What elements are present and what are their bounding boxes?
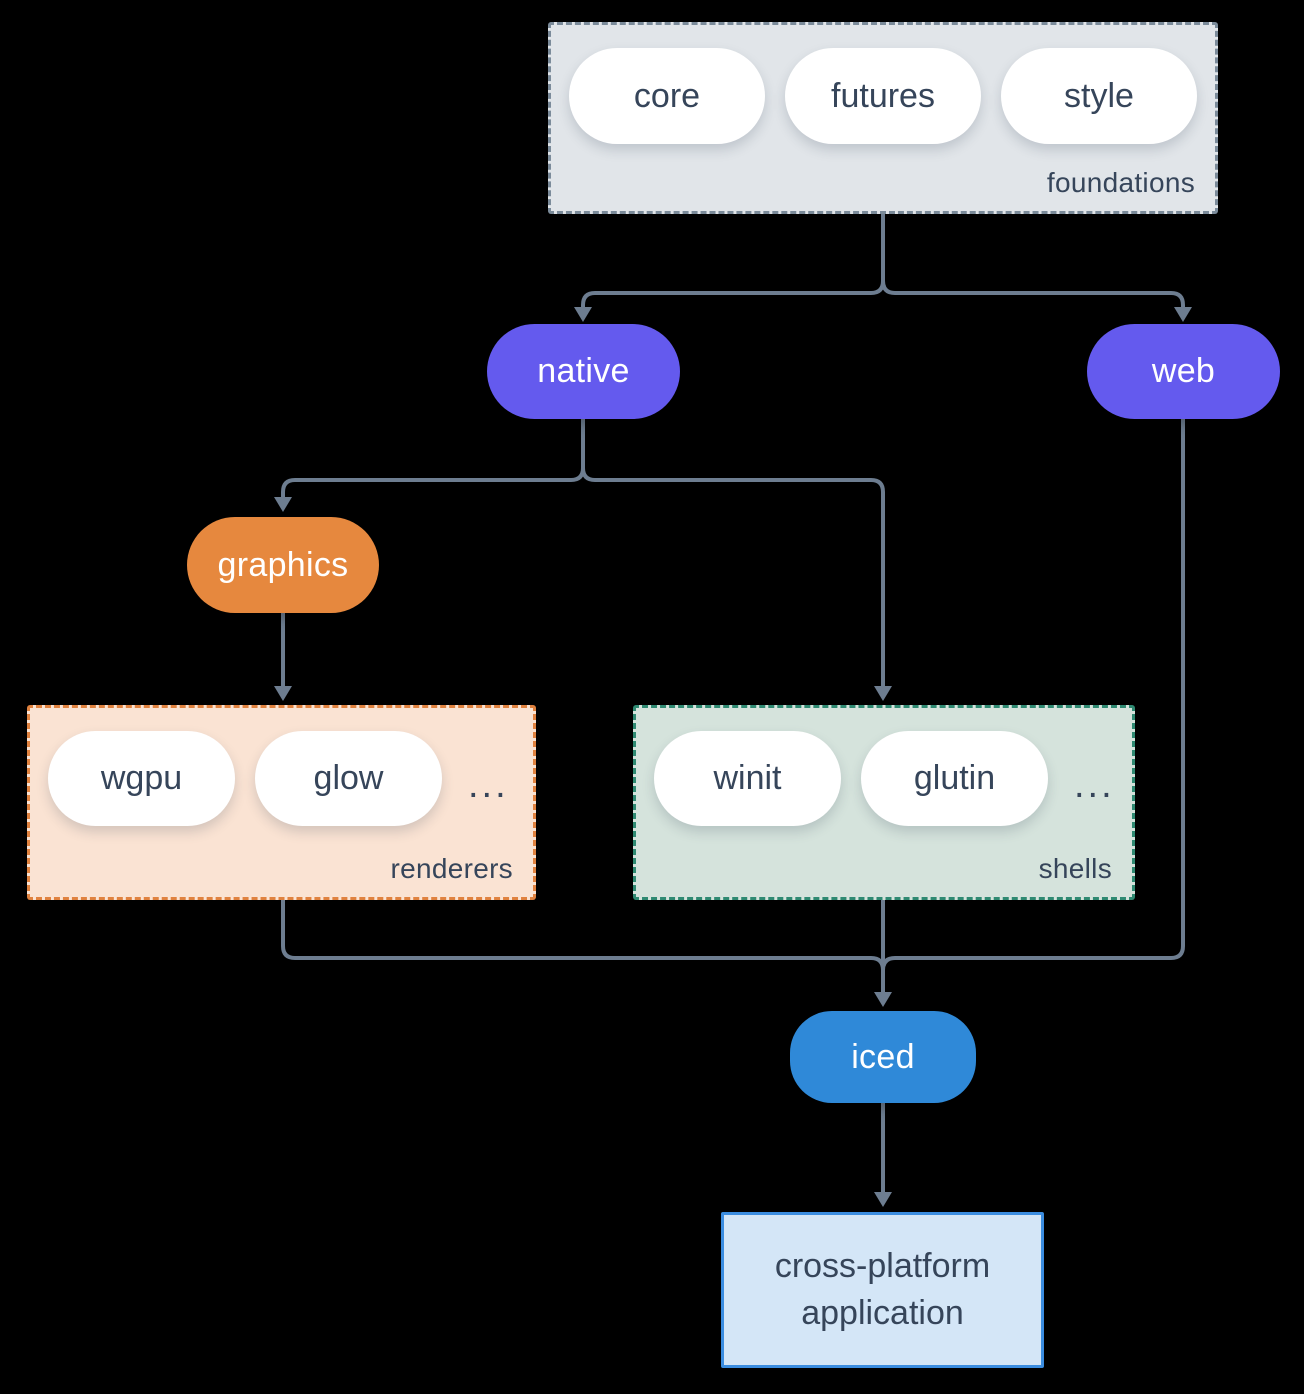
node-core: core — [569, 48, 765, 144]
arrowhead-graphics — [274, 497, 292, 512]
shells-ellipsis: ... — [1074, 764, 1115, 806]
node-glutin: glutin — [861, 731, 1048, 826]
edge-native-shells — [581, 467, 885, 686]
renderers-pill-row: wgpu glow ... — [48, 731, 509, 826]
node-wgpu: wgpu — [48, 731, 235, 826]
arrowhead-web — [1174, 307, 1192, 322]
node-futures: futures — [785, 48, 981, 144]
arrowhead-native — [574, 307, 592, 322]
arrowhead-application — [874, 1192, 892, 1207]
arrowhead-shells — [874, 686, 892, 701]
arrowhead-renderers — [274, 686, 292, 701]
shells-pill-row: winit glutin ... — [654, 731, 1115, 826]
node-iced: iced — [790, 1011, 976, 1103]
group-renderers: wgpu glow ... renderers — [27, 705, 536, 900]
group-foundations: core futures style foundations — [548, 22, 1218, 214]
node-web: web — [1087, 324, 1280, 419]
renderers-label: renderers — [390, 853, 513, 884]
node-cross-platform-application: cross-platform application — [721, 1212, 1044, 1368]
edge-native-graphics — [281, 467, 585, 497]
application-label-line2: application — [801, 1294, 964, 1332]
node-native: native — [487, 324, 680, 419]
edge-renderers-merge — [281, 900, 885, 971]
foundations-label: foundations — [1046, 167, 1195, 198]
node-style: style — [1001, 48, 1197, 144]
node-graphics: graphics — [187, 517, 379, 613]
arrowhead-iced — [874, 992, 892, 1007]
application-label-line1: cross-platform — [774, 1247, 991, 1285]
edge-foundations-native — [581, 280, 885, 307]
node-glow: glow — [255, 731, 442, 826]
foundations-pill-row: core futures style — [569, 48, 1197, 144]
renderers-ellipsis: ... — [468, 764, 509, 806]
group-shells: winit glutin ... shells — [633, 705, 1135, 900]
node-winit: winit — [654, 731, 841, 826]
shells-label: shells — [1038, 853, 1112, 884]
edge-foundations-web — [881, 280, 1185, 307]
